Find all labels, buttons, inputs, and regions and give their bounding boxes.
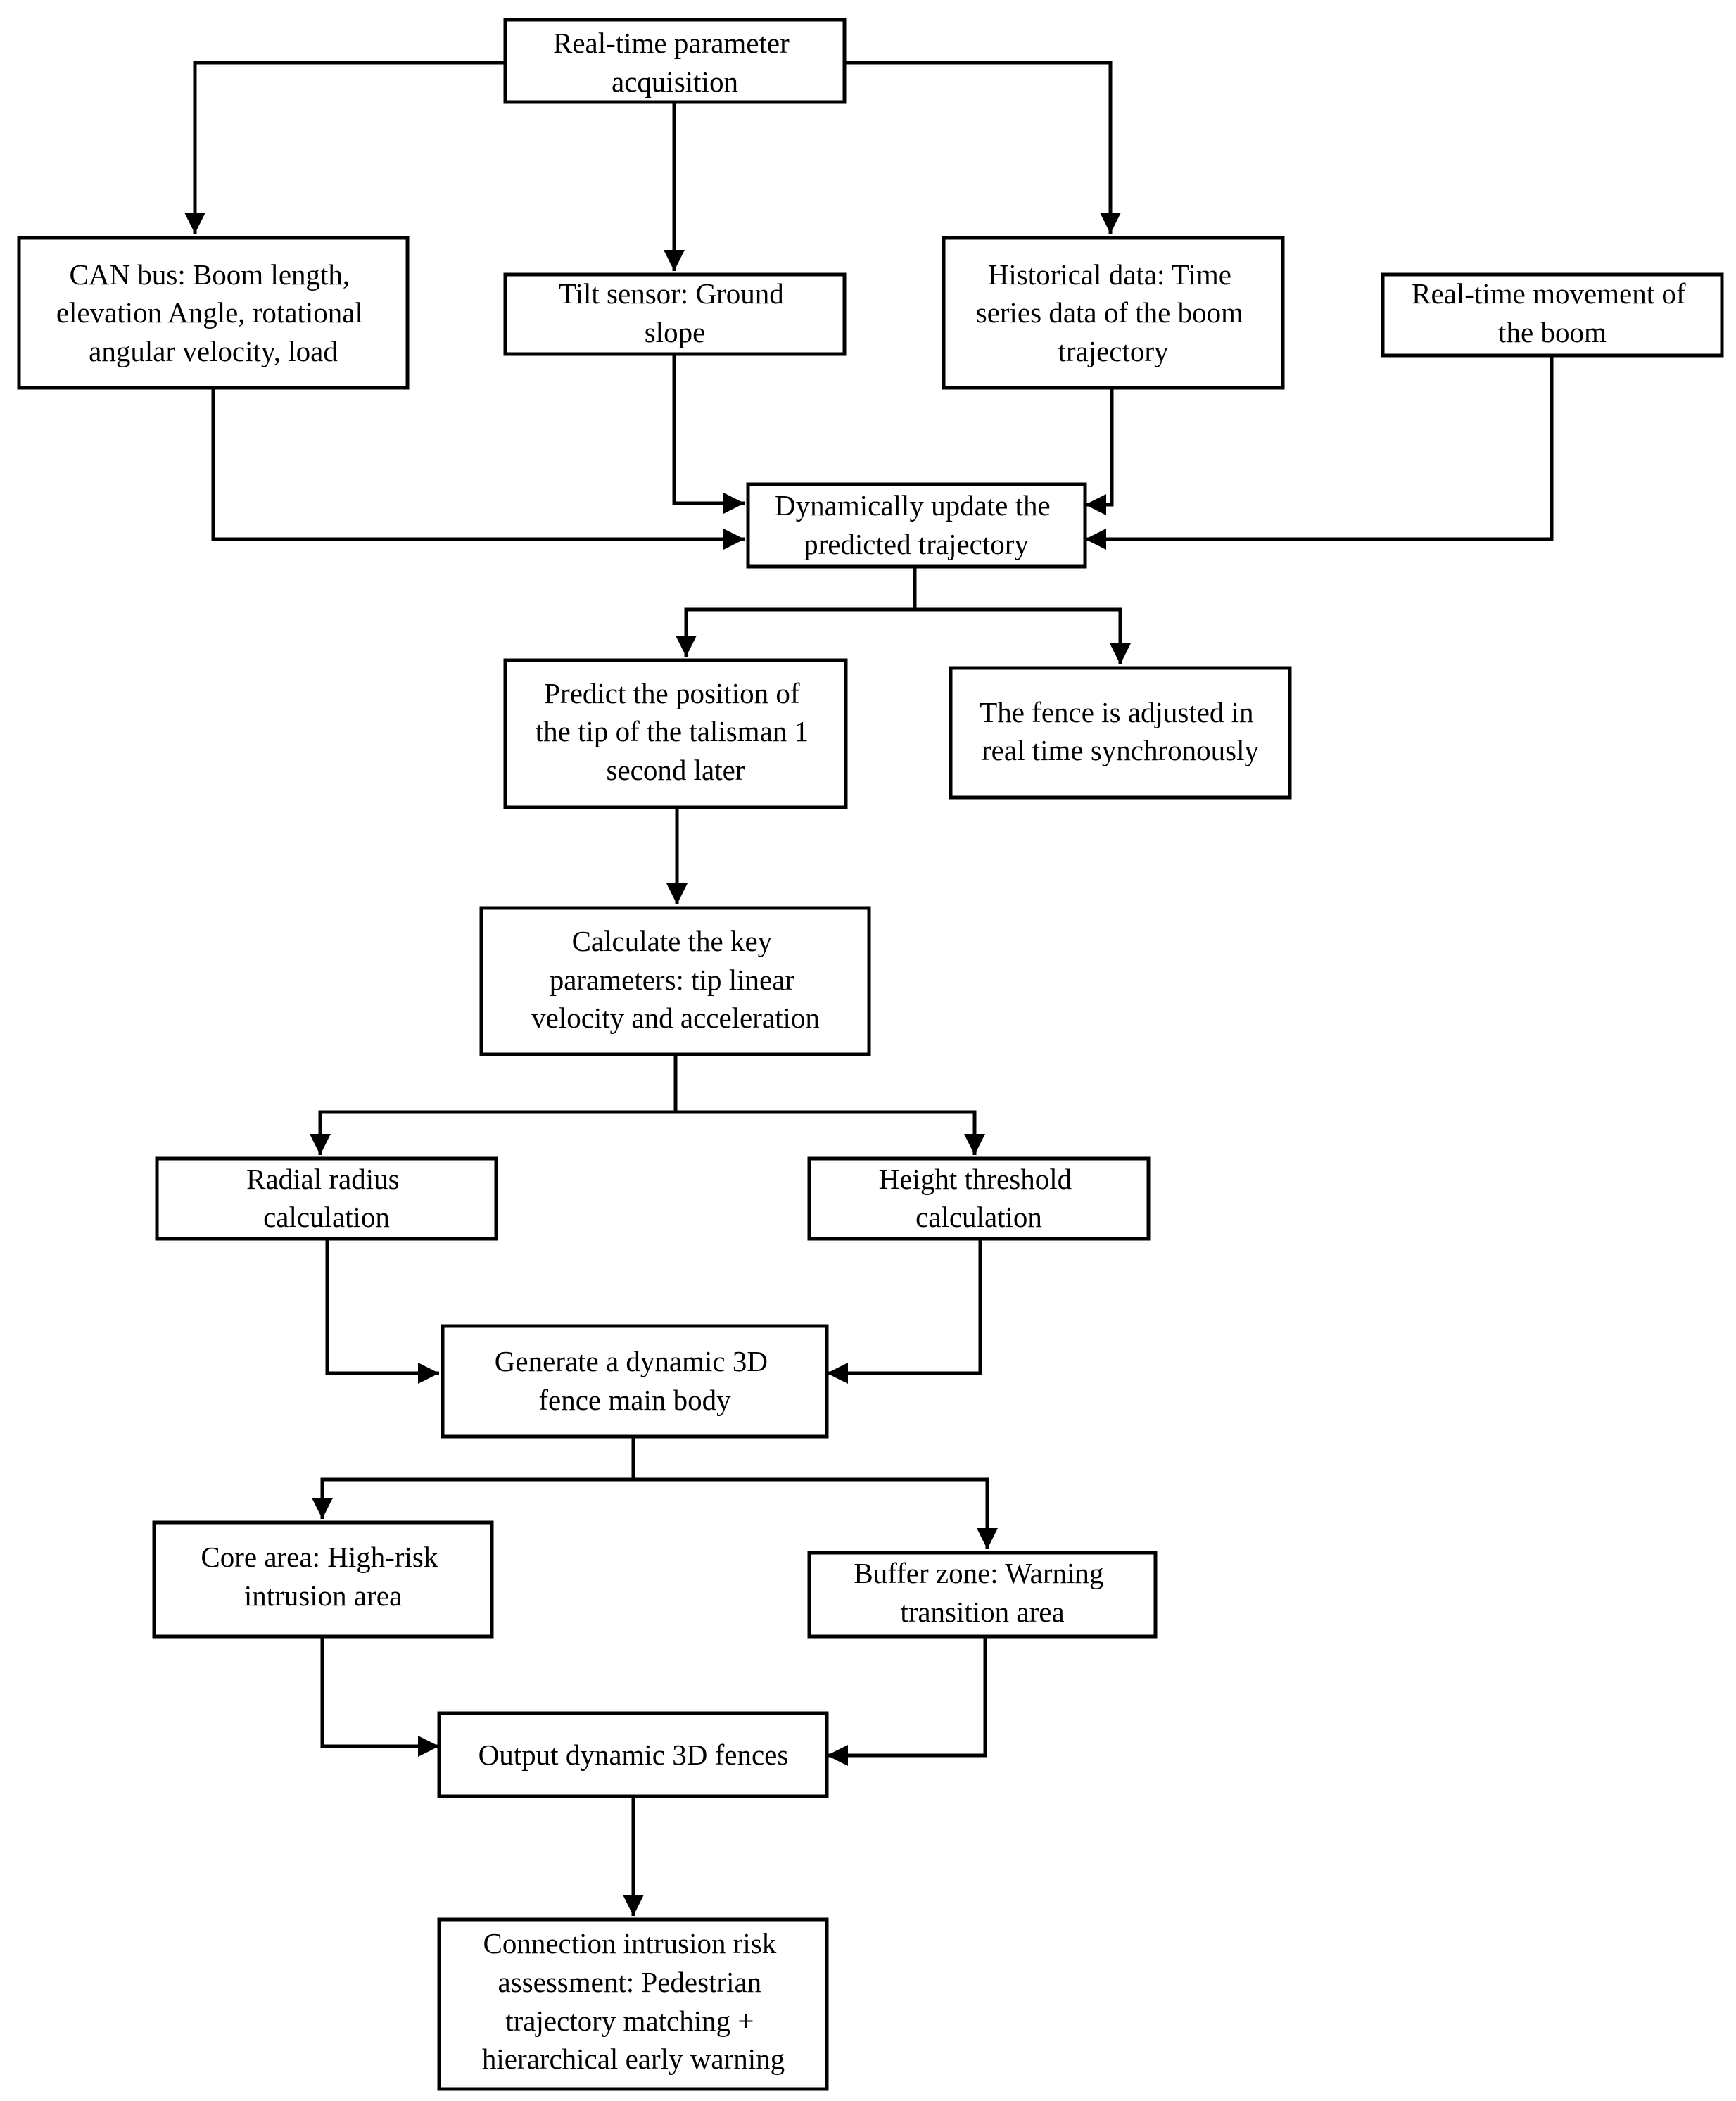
node-can-bus-label: CAN bus: Boom length, elevation Angle, r… (56, 258, 370, 367)
node-height-threshold-box (807, 1156, 1151, 1241)
arrow-key-parameters-to-radial (310, 1054, 678, 1155)
arrow-buffer-to-output (827, 1636, 987, 1766)
node-key-parameters-label: Calculate the key parameters: tip linear… (531, 925, 820, 1034)
node-realtime-movement-label: Real-time movement of the boom (1412, 277, 1693, 348)
node-acquisition-box (503, 18, 847, 104)
node-generate-fence-line-1: Generate a dynamic 3D (495, 1345, 768, 1377)
node-acquisition-line-1: Real-time parameter (553, 27, 790, 59)
arrow-core-to-output (320, 1636, 439, 1757)
node-risk-assessment-line-4: hierarchical early warning (482, 2043, 785, 2075)
arrow-height-to-generate (827, 1239, 982, 1384)
node-fence-adjusted-line-1: The fence is adjusted in (980, 696, 1253, 728)
node-realtime-movement-line-2: the boom (1498, 316, 1607, 348)
node-tilt-sensor-box (503, 272, 847, 356)
node-can-bus-box (17, 236, 410, 390)
node-risk-assessment-line-2: assessment: Pedestrian (498, 1966, 762, 1998)
node-buffer-zone-line-2: transition area (900, 1596, 1064, 1628)
node-buffer-zone-label: Buffer zone: Warning transition area (854, 1557, 1110, 1628)
node-generate-fence-line-2: fence main body (538, 1384, 731, 1416)
node-update-trajectory-box (746, 482, 1087, 569)
node-can-bus-line-2: elevation Angle, rotational (56, 296, 363, 329)
node-core-area-line-2: intrusion area (244, 1579, 402, 1612)
arrow-key-parameters-to-height (676, 1110, 985, 1155)
node-predict-position-line-2: the tip of the talisman 1 (536, 715, 809, 747)
node-key-parameters-box (479, 906, 871, 1056)
node-radial-radius-label: Radial radius calculation (246, 1163, 407, 1233)
node-generate-fence-box (441, 1324, 829, 1439)
arrow-generate-to-core (312, 1437, 635, 1519)
node-tilt-sensor-line-1: Tilt sensor: Ground (559, 277, 784, 310)
node-fence-adjusted-label: The fence is adjusted in real time synch… (980, 696, 1261, 766)
node-predict-position-label: Predict the position of the tip of the t… (536, 677, 816, 786)
connectors (184, 61, 1554, 1916)
arrow-radial-to-generate (325, 1239, 439, 1384)
arrow-tilt-sensor-to-update (672, 354, 745, 514)
arrow-generate-to-buffer (633, 1477, 998, 1549)
arrow-can-bus-to-update (211, 388, 745, 550)
node-realtime-movement-box (1381, 272, 1724, 358)
node-core-area-box (152, 1520, 494, 1639)
arrow-acquisition-to-historical (844, 61, 1121, 234)
node-height-threshold-line-1: Height threshold (879, 1163, 1072, 1195)
node-key-parameters-line-2: parameters: tip linear (550, 964, 795, 996)
node-radial-radius-line-1: Radial radius (246, 1163, 399, 1195)
node-risk-assessment-label: Connection intrusion risk assessment: Pe… (482, 1927, 785, 2075)
node-output-fences-box (437, 1711, 829, 1798)
node-risk-assessment-box (437, 1917, 829, 2091)
node-fence-adjusted-box (949, 666, 1292, 800)
node-buffer-zone-box (807, 1551, 1158, 1639)
arrow-acquisition-to-can-bus (184, 61, 505, 234)
node-risk-assessment-line-3: trajectory matching + (505, 2005, 754, 2037)
node-update-trajectory-line-2: predicted trajectory (804, 528, 1029, 560)
node-key-parameters-line-1: Calculate the key (572, 925, 773, 957)
node-acquisition-label: Real-time parameter acquisition (553, 27, 797, 98)
node-realtime-movement-line-1: Real-time movement of (1412, 277, 1686, 310)
node-height-threshold-label: Height threshold calculation (879, 1163, 1079, 1233)
arrow-update-to-fence-adjusted (915, 607, 1131, 664)
node-can-bus-line-1: CAN bus: Boom length, (70, 258, 350, 291)
node-radial-radius-line-2: calculation (263, 1201, 390, 1233)
node-can-bus-line-3: angular velocity, load (89, 335, 338, 367)
node-predict-position-box (503, 658, 848, 809)
labels: Real-time parameter acquisition CAN bus:… (56, 27, 1693, 2075)
node-update-trajectory-line-1: Dynamically update the (775, 489, 1051, 522)
node-historical-line-3: trajectory (1058, 335, 1169, 367)
node-generate-fence-label: Generate a dynamic 3D fence main body (495, 1345, 775, 1416)
node-acquisition-line-2: acquisition (612, 65, 738, 98)
arrow-update-to-predict (676, 567, 917, 657)
node-height-threshold-line-2: calculation (915, 1201, 1042, 1233)
node-update-trajectory-label: Dynamically update the predicted traject… (775, 489, 1058, 560)
node-predict-position-line-3: second later (607, 754, 745, 786)
node-radial-radius-box (155, 1156, 498, 1241)
node-historical-line-1: Historical data: Time (988, 258, 1231, 291)
node-historical-line-2: series data of the boom (976, 296, 1243, 329)
node-tilt-sensor-line-2: slope (645, 316, 706, 348)
node-predict-position-line-1: Predict the position of (544, 677, 800, 709)
node-fence-adjusted-line-2: real time synchronously (982, 734, 1259, 766)
node-buffer-zone-line-1: Buffer zone: Warning (854, 1557, 1103, 1589)
arrow-historical-to-update (1085, 388, 1114, 515)
node-core-area-line-1: Core area: High-risk (201, 1541, 438, 1573)
node-key-parameters-line-3: velocity and acceleration (531, 1002, 820, 1034)
node-historical-box (942, 236, 1285, 390)
node-output-fences-label: Output dynamic 3D fences (479, 1739, 789, 1771)
node-risk-assessment-line-1: Connection intrusion risk (483, 1927, 776, 1960)
boxes (17, 18, 1724, 2091)
node-historical-label: Historical data: Time series data of the… (976, 258, 1251, 367)
node-tilt-sensor-label: Tilt sensor: Ground slope (559, 277, 791, 348)
node-core-area-label: Core area: High-risk intrusion area (201, 1541, 445, 1612)
arrow-realtime-movement-to-update (1085, 355, 1554, 550)
node-output-fences-line-1: Output dynamic 3D fences (479, 1739, 789, 1771)
